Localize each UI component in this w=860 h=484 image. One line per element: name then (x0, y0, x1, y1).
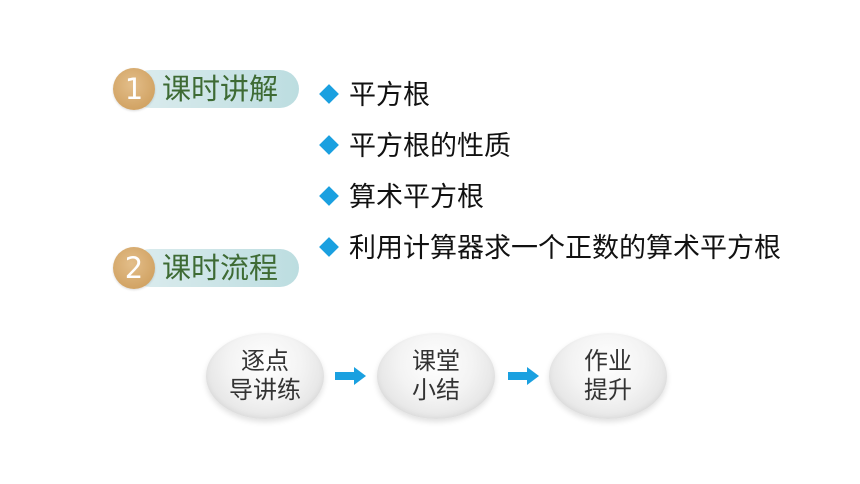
topic-label: 算术平方根 (349, 182, 484, 213)
topic-item: 利用计算器求一个正数的算术平方根 (318, 223, 781, 274)
topic-label: 利用计算器求一个正数的算术平方根 (349, 233, 781, 264)
section-title: 课时讲解 (162, 72, 279, 106)
right-arrow-icon (508, 367, 539, 385)
section-lesson-flow: 2 课时流程 (113, 247, 303, 290)
topic-item: 算术平方根 (318, 172, 781, 223)
flow-step-practice[interactable]: 逐点 导讲练 (206, 333, 324, 419)
flow-step-line: 导讲练 (229, 376, 301, 404)
topic-label: 平方根的性质 (349, 131, 511, 162)
flow-step-line: 小结 (412, 376, 460, 404)
flow-step-summary[interactable]: 课堂 小结 (377, 333, 495, 419)
section-lesson-explanation: 1 课时讲解 (113, 68, 303, 111)
section-number-badge: 2 (113, 247, 155, 289)
topic-item: 平方根 (318, 70, 781, 121)
diamond-bullet-icon (319, 84, 339, 104)
right-arrow-icon (335, 367, 366, 385)
topic-list: 平方根 平方根的性质 算术平方根 利用计算器求一个正数的算术平方根 (318, 70, 781, 274)
section-title: 课时流程 (162, 251, 279, 285)
topic-label: 平方根 (349, 80, 430, 111)
section-pill (131, 70, 299, 108)
topic-item: 平方根的性质 (318, 121, 781, 172)
flow-step-line: 作业 (584, 347, 632, 375)
diamond-bullet-icon (319, 135, 339, 155)
section-pill (131, 249, 299, 287)
flow-step-line: 提升 (584, 376, 632, 404)
section-number-badge: 1 (113, 68, 155, 110)
diamond-bullet-icon (319, 237, 339, 257)
flow-step-homework[interactable]: 作业 提升 (549, 333, 667, 419)
flow-step-line: 逐点 (241, 347, 289, 375)
flow-step-line: 课堂 (412, 347, 460, 375)
diamond-bullet-icon (319, 186, 339, 206)
